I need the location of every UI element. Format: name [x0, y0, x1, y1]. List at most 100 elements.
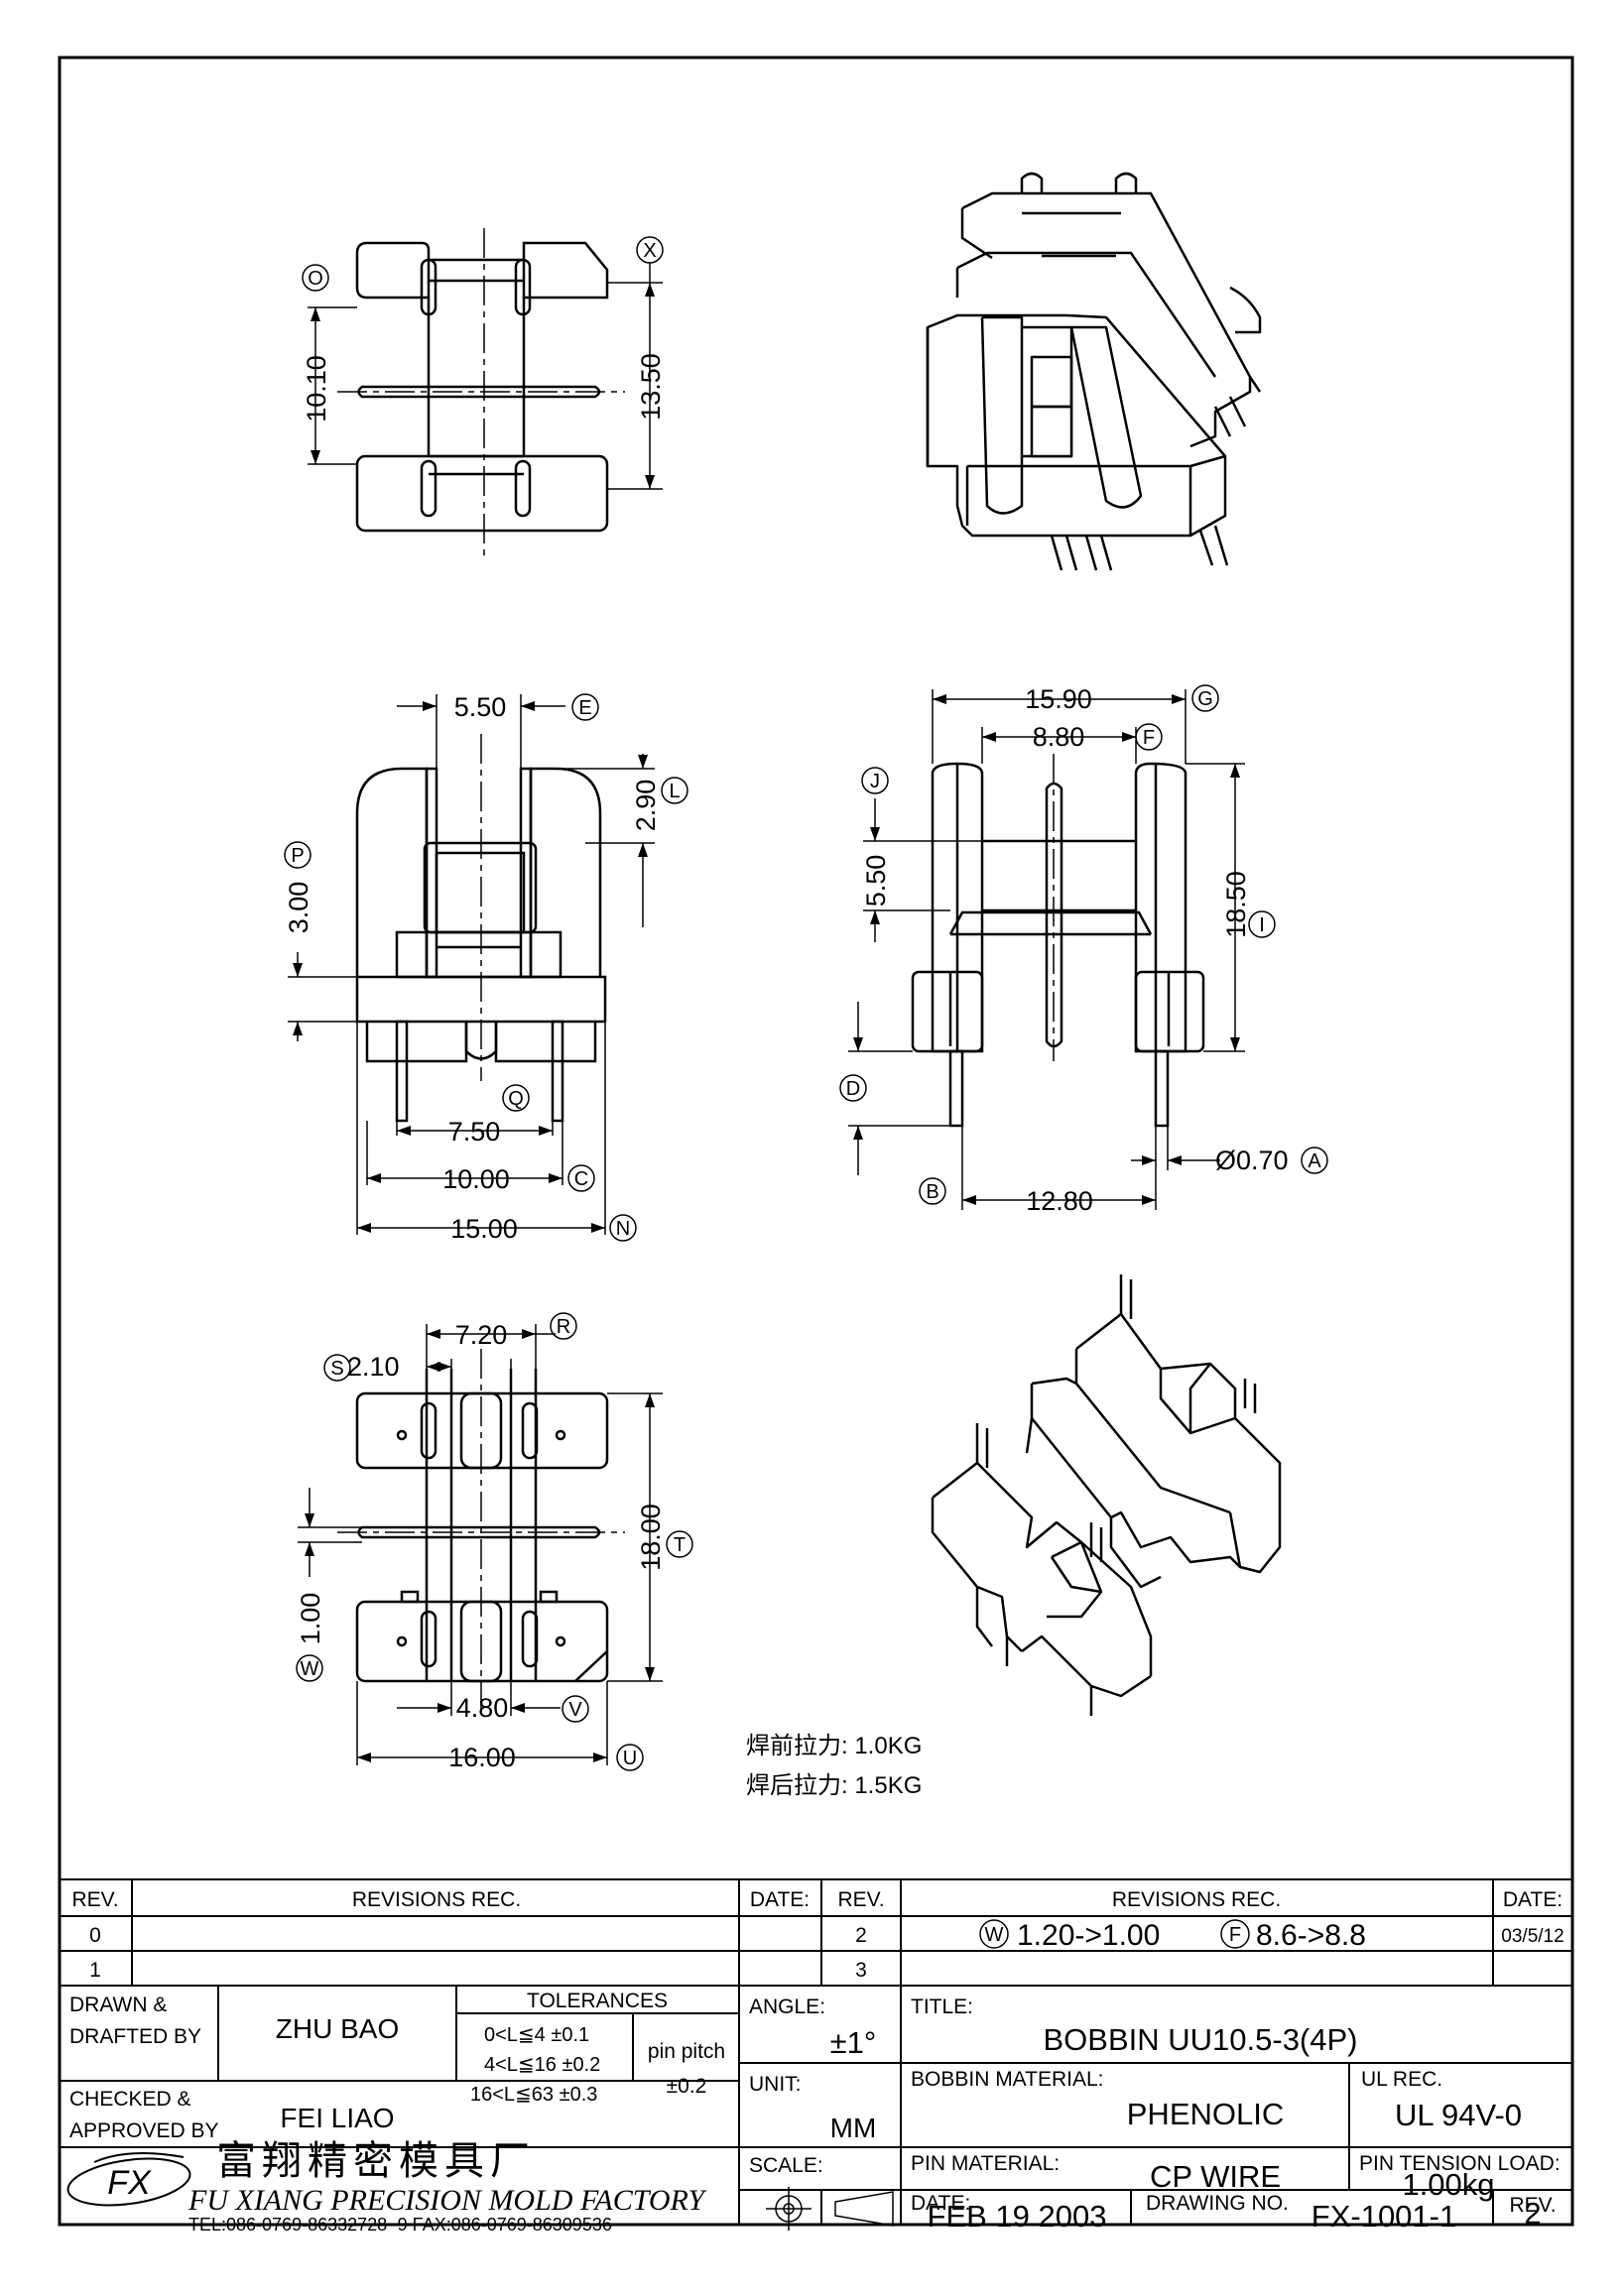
marker-n: N — [609, 1214, 637, 1242]
sheet-border — [58, 56, 1574, 2227]
marker-a: A — [1301, 1147, 1328, 1174]
svg-text:W: W — [985, 1924, 1004, 1946]
company-contact: TEL:086-0769-86332728~9 FAX:086-0769-863… — [188, 2215, 612, 2235]
rev-header-right: REV. — [837, 1888, 884, 1911]
rev-label: REV. — [1509, 2194, 1556, 2217]
marker-v: V — [562, 1695, 589, 1723]
rev2-date: 03/5/12 — [1501, 1926, 1563, 1947]
dim-3-00: 3.00 — [284, 882, 313, 934]
svg-text:F: F — [1229, 1924, 1241, 1946]
svg-text:C: C — [574, 1168, 588, 1190]
dim-2-90: 2.90 — [631, 780, 661, 832]
revisions-table — [60, 1878, 1572, 1987]
company-logo — [66, 2152, 191, 2207]
scale-label: SCALE: — [749, 2154, 823, 2177]
marker-l: L — [661, 777, 688, 804]
dim-18-50: 18.50 — [1221, 871, 1251, 938]
marker-t: T — [666, 1530, 693, 1558]
dim-7-20: 7.20 — [455, 1320, 508, 1350]
bobbin-material-value: PHENOLIC — [1127, 2097, 1284, 2131]
dim-5-50-front: 5.50 — [454, 692, 507, 722]
svg-text:E: E — [578, 697, 591, 719]
svg-text:R: R — [557, 1316, 570, 1338]
svg-text:I: I — [1259, 914, 1265, 936]
drawing-no-value: FX-1001-1 — [1312, 2199, 1456, 2234]
svg-text:J: J — [870, 771, 880, 792]
dim-4-80: 4.80 — [456, 1693, 509, 1723]
pin-pitch-value: ±0.2 — [667, 2075, 707, 2098]
date-header-left: DATE: — [750, 1888, 810, 1911]
unit-label: UNIT: — [749, 2073, 802, 2096]
dim-15-00: 15.00 — [450, 1214, 518, 1244]
ul-rec-label: UL REC. — [1361, 2068, 1442, 2091]
marker-b: B — [919, 1177, 946, 1205]
logo-text: FX — [107, 2164, 152, 2202]
dim-13-50: 13.50 — [636, 353, 666, 421]
ul-rec-value: UL 94V-0 — [1395, 2098, 1522, 2132]
dim-18-00: 18.00 — [636, 1504, 666, 1571]
svg-text:S: S — [330, 1358, 343, 1380]
checked-label-1: CHECKED & — [69, 2088, 191, 2111]
marker-r: R — [550, 1312, 577, 1340]
company-name-chinese: 富翔精密模具厂 — [216, 2138, 536, 2184]
side-view-arrows — [853, 694, 1240, 1205]
dim-pin-diameter: Ø0.70 — [1215, 1146, 1289, 1175]
svg-text:N: N — [616, 1218, 630, 1240]
rev-row-0: 0 — [89, 1924, 101, 1947]
dim-5-50-side: 5.50 — [861, 855, 891, 907]
marker-f: F — [1135, 723, 1163, 751]
rev-header-left: REV. — [71, 1888, 118, 1911]
top-view-arrows — [311, 283, 655, 489]
top-view-dims — [308, 263, 663, 490]
pin-tension-label: PIN TENSION LOAD: — [1359, 2152, 1561, 2175]
pin-material-value: CP WIRE — [1150, 2159, 1281, 2194]
top-view — [355, 241, 609, 533]
svg-text:F: F — [1143, 727, 1155, 749]
svg-text:U: U — [623, 1748, 637, 1769]
angle-label: ANGLE: — [749, 1995, 825, 2018]
rev2-change-w: 1.20->1.00 — [1017, 1919, 1160, 1952]
rev-value: 2 — [1524, 2196, 1541, 2231]
marker-q: Q — [502, 1084, 530, 1112]
rev2-marker-w: W — [979, 1919, 1009, 1949]
company-name-english: FU XIANG PRECISION MOLD FACTORY — [187, 2184, 707, 2217]
pin-material-label: PIN MATERIAL: — [911, 2152, 1060, 2175]
marker-o: O — [302, 264, 329, 292]
svg-text:W: W — [301, 1658, 319, 1680]
rev-row-3: 3 — [855, 1959, 867, 1982]
marker-w: W — [296, 1654, 323, 1682]
marker-c: C — [567, 1164, 595, 1192]
rev-row-2: 2 — [855, 1924, 867, 1947]
front-view-arrows — [293, 701, 648, 1233]
top-view-centerlines — [337, 228, 625, 560]
dim-8-80: 8.80 — [1033, 722, 1085, 752]
svg-text:G: G — [1197, 688, 1213, 710]
svg-text:P: P — [291, 845, 304, 867]
revisions-header-right: REVISIONS REC. — [1112, 1888, 1281, 1911]
drawn-by-value: ZHU BAO — [276, 2013, 399, 2044]
title-block-grid — [60, 1986, 1572, 2225]
marker-d: D — [839, 1074, 867, 1102]
drawing-no-label: DRAWING NO. — [1146, 2192, 1289, 2215]
tol-row-2: 4<L≦16 ±0.2 — [484, 2054, 600, 2076]
dim-10-10: 10.10 — [302, 355, 331, 423]
dim-12-80: 12.80 — [1026, 1186, 1093, 1216]
marker-e: E — [571, 693, 599, 721]
marker-u: U — [616, 1744, 644, 1771]
svg-text:V: V — [568, 1699, 582, 1721]
marker-x: X — [636, 236, 664, 264]
dim-2-10: 2.10 — [347, 1352, 400, 1382]
rev2-change-f: 8.6->8.8 — [1256, 1919, 1366, 1952]
isometric-view-top-right — [926, 172, 1262, 571]
date-header-right: DATE: — [1503, 1888, 1562, 1911]
tol-row-3: 16<L≦63 ±0.3 — [470, 2084, 597, 2106]
note-pull-force-after: 焊后拉力: 1.5KG — [746, 1772, 922, 1799]
marker-i: I — [1248, 910, 1276, 938]
date-label: DATE: — [911, 2192, 970, 2215]
svg-text:A: A — [1308, 1150, 1321, 1172]
unit-value: MM — [830, 2113, 877, 2143]
dim-1-00: 1.00 — [296, 1593, 325, 1645]
marker-j: J — [861, 767, 889, 794]
marker-p: P — [284, 841, 312, 869]
